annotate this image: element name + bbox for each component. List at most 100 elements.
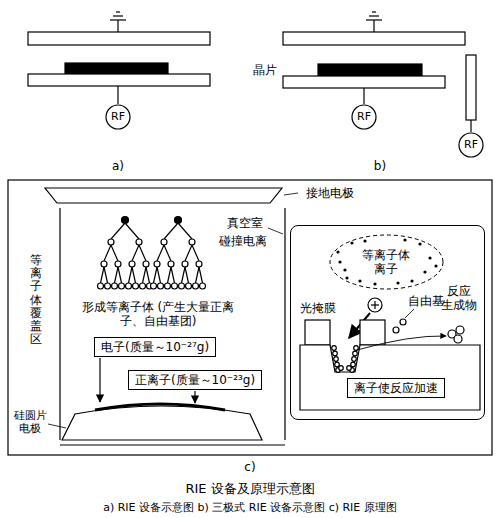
node-text: 自由基 <box>408 294 444 308</box>
electron <box>136 239 142 245</box>
electron <box>196 261 202 267</box>
collision-path <box>139 245 146 261</box>
part-label: 硅圆片 电极 <box>14 409 47 435</box>
ground-wire <box>373 20 374 32</box>
electron <box>126 283 132 289</box>
electron <box>143 261 149 267</box>
electron <box>129 261 135 267</box>
rf-wire <box>470 120 471 132</box>
frame <box>8 180 492 455</box>
collision-path <box>111 223 125 239</box>
plasma-dot <box>358 279 361 282</box>
electron <box>133 283 139 289</box>
node-text: 等离子体 离子 <box>359 248 413 277</box>
collision-path <box>101 267 105 283</box>
top-electrode <box>28 32 210 45</box>
rf-source: RF <box>458 132 484 158</box>
photomask <box>305 320 330 345</box>
collision-path <box>146 267 150 283</box>
electron <box>165 283 171 289</box>
plasma-dot <box>350 241 353 244</box>
plasma-dot <box>343 268 346 271</box>
collision-path <box>164 245 171 261</box>
label-box: 正离子(质量～10⁻²³g) <box>128 370 262 390</box>
seed-electron <box>175 217 182 224</box>
rf-wire <box>117 86 118 104</box>
radical <box>400 319 406 325</box>
plasma-dot <box>403 238 406 241</box>
ion-arrow <box>194 391 195 403</box>
electron <box>151 283 157 289</box>
circle-outline <box>352 105 376 129</box>
subfigure-label: a) <box>112 159 124 173</box>
radical <box>353 351 358 356</box>
electron <box>168 261 174 267</box>
rie-principle <box>8 180 492 455</box>
node-text: RF <box>357 110 371 123</box>
collision-path <box>182 267 186 283</box>
node-text: 电子(质量～10⁻²⁷g) <box>101 340 209 354</box>
electron <box>105 283 111 289</box>
plasma-dot <box>428 256 431 259</box>
product-molecule <box>456 326 464 334</box>
electron <box>161 239 167 245</box>
photomask <box>360 320 385 345</box>
radical <box>352 357 357 362</box>
rf-source: RF <box>351 104 377 130</box>
ground-wire <box>117 20 118 32</box>
collision-path <box>157 245 164 261</box>
collision-path <box>196 267 200 283</box>
circle-outline <box>106 105 130 129</box>
label-box: 电子(质量～10⁻²⁷g) <box>94 337 216 357</box>
plasma-dot <box>434 264 437 267</box>
ion-symbol <box>368 298 382 312</box>
electron <box>154 261 160 267</box>
part-label: 等离子体覆盖区 <box>30 254 42 346</box>
electron <box>179 283 185 289</box>
dashed-outline <box>330 235 443 289</box>
node-text: 反应 生成物 <box>441 284 477 313</box>
top-electrode <box>283 32 465 45</box>
electron <box>101 261 107 267</box>
collision-path <box>118 267 122 283</box>
node-text: 光掩膜 <box>300 301 336 315</box>
figure-caption: a) RIE 设备示意图 b) 三极式 RIE 设备示意图 c) RIE 原理图 <box>103 501 397 514</box>
seed-electron <box>122 217 129 224</box>
wafer <box>318 64 422 76</box>
subfigure-label: c) <box>244 460 255 474</box>
product-path <box>357 336 446 350</box>
plasma-region: 等离子体 离子 <box>329 234 444 290</box>
circle-outline <box>459 133 483 157</box>
node-text: RF <box>111 110 125 123</box>
collision-path <box>157 267 161 283</box>
collision-path <box>178 223 192 239</box>
plasma-dot <box>336 250 339 253</box>
part-label: 接地电极 <box>306 186 354 200</box>
part-label: 真空室 <box>227 216 263 230</box>
collision-path <box>199 267 203 283</box>
bottom-electrode <box>283 76 445 88</box>
leader-line <box>405 309 414 318</box>
collision-path <box>143 267 147 283</box>
electron <box>193 283 199 289</box>
electron <box>119 283 125 289</box>
plasma-dot <box>410 279 413 282</box>
node-text: 正离子(质量～10⁻²³g) <box>135 373 255 387</box>
collision-path <box>104 267 108 283</box>
ground-symbol <box>366 19 382 20</box>
electron <box>98 283 104 289</box>
wafer <box>65 63 168 74</box>
silicon-wafer <box>95 404 225 410</box>
electron <box>115 261 121 267</box>
subfigure-label: b) <box>374 159 386 173</box>
ion-symbol <box>374 301 375 309</box>
collision-path <box>185 245 192 261</box>
radical <box>333 351 338 356</box>
plasma-dot <box>363 239 366 242</box>
collision-path <box>129 267 133 283</box>
plasma-dot <box>423 270 426 273</box>
surface-radicals <box>332 346 359 373</box>
radical <box>393 327 399 333</box>
bottom-electrode <box>28 74 210 86</box>
